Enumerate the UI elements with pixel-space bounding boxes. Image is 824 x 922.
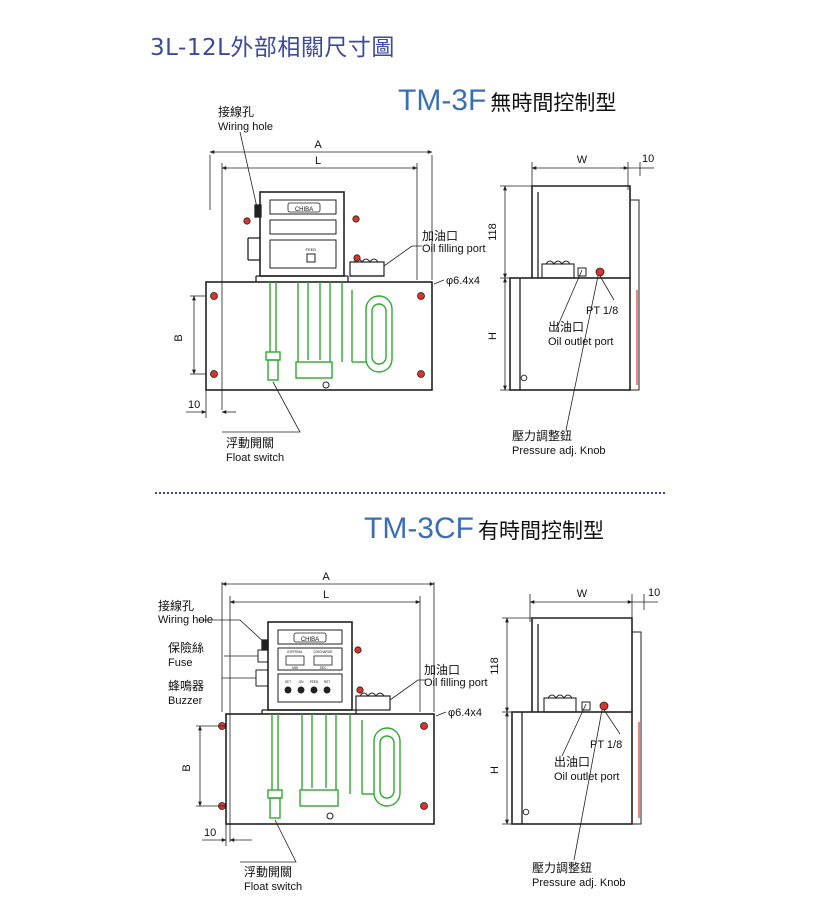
float-switch-en: Float switch [226,452,284,464]
dim-w-label: W [577,588,588,600]
tm-3cf-side-labels: W 10 118 H PT 1/8 出油口 Oil outlet port 壓力… [489,587,660,889]
wiring-hole-en: Wiring hole [218,121,273,133]
oil-outlet-cn: 出油口 [554,755,590,769]
model-desc: 無時間控制型 [490,91,617,115]
panel-label-on: ON [299,680,304,684]
tm-3f-front-labels: A L B 10 CHIBA FEED 接線孔 Wiring hole 加油口 … [173,104,486,464]
hole-label: φ6.4x4 [448,707,482,719]
tm-3f-side-labels: W 10 118 H PT 1/8 出油口 Oil outlet port 壓力… [487,153,654,457]
fuse-cn: 保險絲 [168,640,204,655]
wiring-hole-en: Wiring hole [158,614,213,626]
float-switch-cn: 浮動開關 [244,865,292,879]
hole-label: φ6.4x4 [446,275,480,287]
model-code: TM-3CF [364,512,474,545]
oil-fill-en: Oil filling port [422,243,486,255]
buzzer-en: Buzzer [168,695,203,707]
pt-label: PT 1/8 [586,305,618,317]
wiring-hole-cn: 接線孔 [158,598,194,613]
dim-b-label: B [173,334,185,341]
tm-3f-side-view [500,162,654,431]
model-desc: 有時間控制型 [477,519,604,543]
oil-outlet-cn: 出油口 [548,320,584,334]
pt-label: PT 1/8 [590,739,622,751]
page-title: 3L-12L外部相關尺寸圖 [150,35,395,61]
dim-10-right-label: 10 [642,153,654,165]
dim-h-label: H [487,332,499,340]
panel-label-interval: INTERVAL [287,650,303,654]
dim-10-left-label: 10 [188,399,200,411]
dim-h-label: H [489,766,501,774]
dim-a-label: A [322,571,330,583]
knob-cn: 壓力調整鈕 [512,428,572,443]
panel-label-discharge: DISCHARGE [314,650,333,654]
dim-b-label: B [181,764,193,771]
dim-10-left-label: 10 [204,827,216,839]
oil-fill-en: Oil filling port [424,677,488,689]
tm-3cf-side-view [502,594,658,861]
oil-outlet-en: Oil outlet port [548,336,613,348]
tm-3cf-front-labels: A L B 10 CHIBA INTERVAL DISCHARGE MIN SE… [158,571,488,893]
dim-118-label: 118 [489,657,501,675]
dim-118-label: 118 [487,223,499,241]
brand-label: CHIBA [295,207,313,213]
tm-3f-front-view [186,131,445,433]
fuse-en: Fuse [168,657,192,669]
dim-w-label: W [577,154,588,166]
panel-label-min: MIN [292,666,299,670]
tm-3cf-front-view [196,582,447,863]
knob-cn: 壓力調整鈕 [532,860,592,875]
wiring-hole-cn: 接線孔 [218,104,254,119]
panel-label-sec: SEC [320,666,327,670]
dim-10-right-label: 10 [648,587,660,599]
oil-outlet-en: Oil outlet port [554,771,619,783]
knob-en: Pressure adj. Knob [532,877,626,889]
oil-fill-cn: 加油口 [422,229,458,243]
dim-l-label: L [323,589,329,601]
brand-label: CHIBA [301,637,319,643]
oil-fill-cn: 加油口 [424,663,460,677]
model-code: TM-3F [398,84,487,117]
section-divider [155,492,665,494]
feed-label: FEED [306,247,317,252]
dim-l-label: L [315,155,321,167]
buzzer-cn: 蜂鳴器 [168,679,204,693]
float-switch-cn: 浮動開關 [226,436,274,450]
float-switch-en: Float switch [244,881,302,893]
panel-label-rst: RST [324,680,330,684]
panel-label-feed: FEED [310,680,319,684]
dim-a-label: A [314,139,322,151]
knob-en: Pressure adj. Knob [512,445,606,457]
panel-label-set: SET [285,680,291,684]
